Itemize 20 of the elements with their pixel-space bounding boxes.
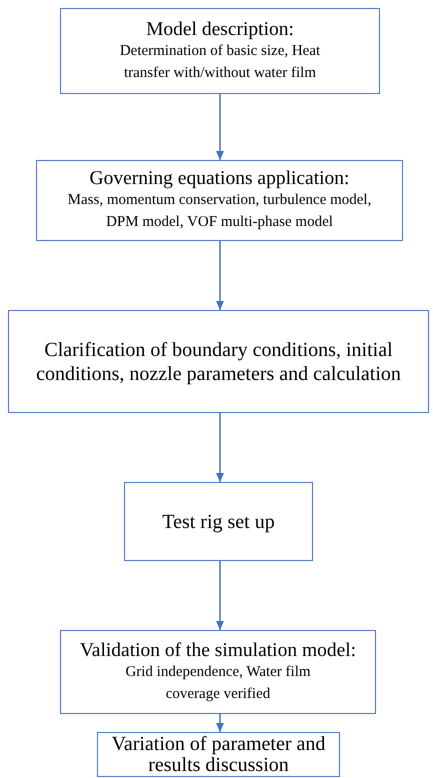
box-description: Mass, momentum conservation, turbulence model, DPM model, VOF multi-phase model — [66, 191, 372, 232]
arrow — [216, 714, 224, 732]
process-box — [36, 160, 403, 241]
box-heading: Test rig set up — [162, 510, 275, 534]
box-heading: Governing equations application: — [90, 167, 350, 190]
process-box — [60, 8, 380, 94]
process-box — [8, 310, 429, 413]
box-description: Determination of basic size, Heat transfer with/without water film — [118, 42, 322, 83]
arrow — [216, 413, 224, 482]
box-heading: Clarification of boundary conditions, initial conditions, nozzle parameters and calculation — [35, 338, 402, 386]
arrow — [216, 241, 224, 310]
arrow — [216, 561, 224, 630]
process-box — [124, 482, 313, 561]
box-heading: Variation of parameter and results discussion — [110, 734, 326, 776]
process-box — [97, 732, 340, 777]
process-box — [60, 630, 376, 714]
box-description: Grid independence, Water film coverage verified — [124, 662, 312, 704]
box-heading: Model description: — [146, 18, 294, 41]
arrow — [216, 94, 224, 160]
box-heading: Validation of the simulation model: — [80, 638, 356, 662]
